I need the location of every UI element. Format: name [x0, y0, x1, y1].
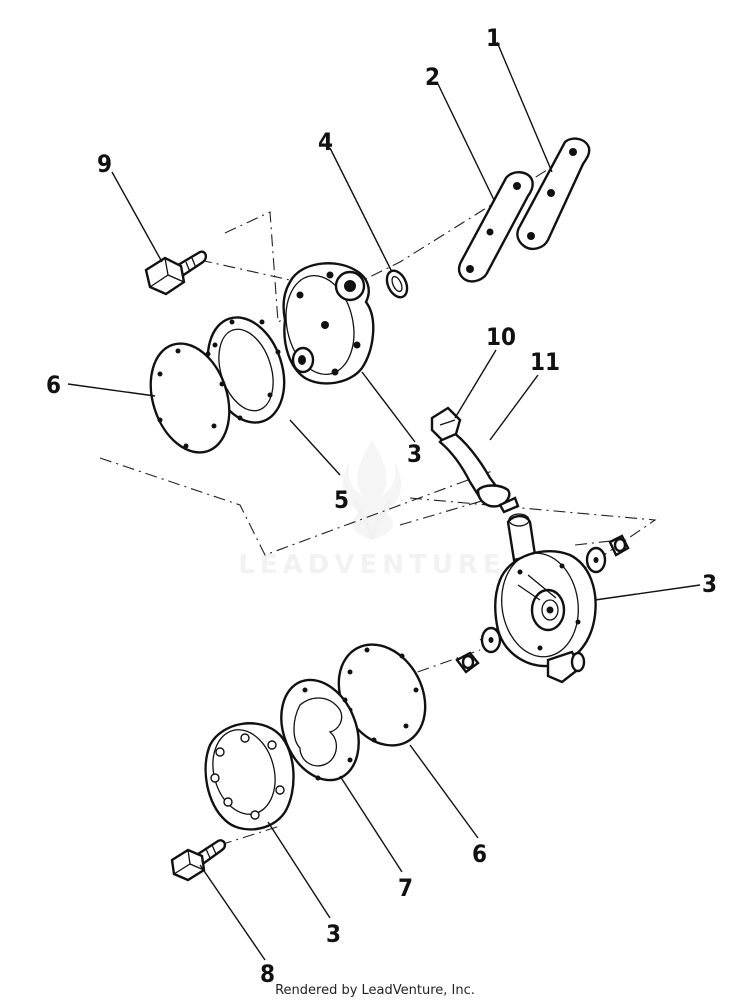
watermark-logo: LEADVENTURE	[238, 440, 505, 580]
watermark-text: LEADVENTURE	[238, 550, 505, 580]
part-9-bolt	[144, 250, 208, 296]
footer-credit: Rendered by LeadVenture, Inc.	[275, 983, 475, 998]
callout-4: 4	[318, 128, 333, 156]
part-6-upper-diaphragm	[149, 342, 231, 454]
part-8-bolt	[170, 839, 227, 882]
callout-6-lower: 6	[472, 840, 487, 868]
callout-3-upper: 3	[407, 440, 422, 468]
part-10-11-hose	[430, 406, 520, 514]
part-1-plate	[516, 137, 591, 251]
callout-5: 5	[334, 486, 349, 514]
part-3-lower-cover	[204, 722, 295, 831]
callout-3-middle: 3	[702, 570, 717, 598]
callout-9: 9	[97, 150, 112, 178]
part-3-middle-pump-body	[494, 513, 597, 684]
leader-lines	[67, 41, 701, 961]
callout-1: 1	[486, 24, 501, 52]
callout-8: 8	[260, 960, 275, 988]
callout-2: 2	[425, 63, 440, 91]
part-2-plate	[457, 171, 534, 283]
part-3-upper-housing	[282, 262, 375, 385]
pump-small-hardware	[455, 534, 630, 674]
callout-labels: 1 2 4 9 6 3 5 10 11 3 6 7 3 8	[46, 24, 717, 988]
callout-7: 7	[398, 874, 413, 902]
callout-3-lower: 3	[326, 920, 341, 948]
callout-11: 11	[530, 348, 560, 376]
callout-6-upper: 6	[46, 371, 61, 399]
callout-10: 10	[486, 323, 516, 351]
part-4-ring	[385, 269, 409, 299]
part-7-gasket	[280, 678, 360, 782]
part-6-lower-diaphragm	[337, 643, 427, 747]
